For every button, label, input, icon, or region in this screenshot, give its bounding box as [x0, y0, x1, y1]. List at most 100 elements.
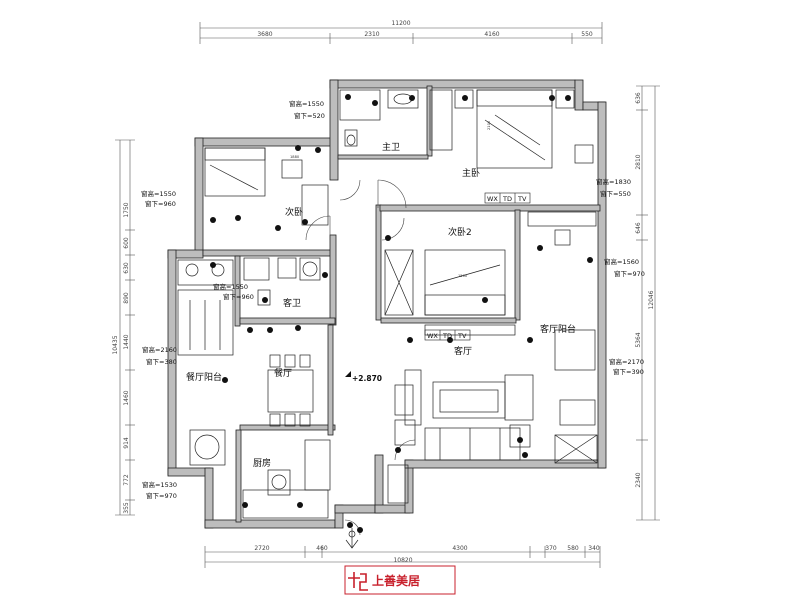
sofa: [424, 427, 521, 461]
top-dim-2: 2310: [364, 31, 379, 38]
window-note-dining-balcony: 窗高=2160 窗下=380: [142, 345, 177, 366]
right-total-dim: 12046: [648, 290, 655, 309]
svg-text:窗下=960: 窗下=960: [145, 199, 176, 208]
bottom-dim-4: 370: [545, 545, 557, 552]
dining-table: [267, 369, 314, 413]
room-dining: 餐厅: [274, 367, 292, 379]
kitchen-fridge: [304, 439, 331, 491]
right-dim-1: 636: [635, 92, 642, 104]
door-swings: [305, 179, 416, 536]
left-dim-7: 914: [123, 437, 130, 449]
guest-toilet: [257, 289, 271, 306]
shower-area: [339, 89, 381, 121]
balcony-storage: [554, 434, 598, 464]
right-dim-3: 646: [635, 222, 642, 234]
svg-text:窗下=550: 窗下=550: [600, 189, 631, 198]
brand-logo-mark: [348, 572, 368, 591]
dim-1500: 1500: [458, 274, 468, 278]
svg-text:TV: TV: [517, 195, 527, 203]
tv-panel-lower: WX TD TV: [424, 329, 471, 341]
svg-text:窗下=970: 窗下=970: [614, 269, 645, 278]
left-dim-2: 600: [123, 237, 130, 249]
svg-text:窗下=960: 窗下=960: [223, 292, 254, 301]
walls: [167, 79, 607, 529]
room-second-bedroom-2: 次卧2: [448, 226, 472, 238]
window-note-kitchen: 窗高=1530 窗下=970: [142, 480, 177, 500]
left-dim-8: 772: [123, 474, 130, 486]
room-living: 客厅: [454, 345, 472, 357]
svg-text:窗高=1550: 窗高=1550: [141, 189, 176, 198]
window-note-living-balcony: 窗高=2170 窗下=390: [609, 357, 644, 376]
room-master-bedroom: 主卧: [462, 167, 480, 179]
svg-text:窗下=520: 窗下=520: [294, 111, 325, 120]
bottom-dim-3: 4300: [452, 545, 467, 552]
top-dimension-lines: [199, 22, 603, 44]
window-note-second-bedroom2: 窗高=1560 窗下=970: [604, 257, 645, 278]
top-dim-4: 550: [581, 31, 593, 38]
room-guest-bath: 客卫: [283, 297, 301, 309]
side-table-right: [509, 424, 531, 448]
svg-text:窗下=390: 窗下=390: [613, 367, 644, 376]
balcony-sink: [177, 259, 234, 286]
brand-logo-text: 上善美居: [372, 573, 420, 588]
svg-text:TD: TD: [442, 332, 452, 340]
top-dim-3: 4160: [484, 31, 499, 38]
svg-text:窗高=2170: 窗高=2170: [609, 357, 644, 366]
svg-text:WX: WX: [427, 332, 438, 340]
side-table: [394, 419, 416, 446]
svg-text:+2.870: +2.870: [352, 374, 382, 383]
right-dim-5: 2340: [635, 472, 642, 487]
kitchen-counter: [242, 489, 329, 519]
guest-shower: [243, 257, 270, 281]
left-dim-9: 355: [123, 502, 130, 514]
room-master-bath: 主卫: [382, 141, 400, 153]
kitchen-stove: [267, 469, 291, 496]
coffee-table: [432, 381, 506, 419]
entrance-marker: [345, 528, 359, 549]
svg-text:窗高=1550: 窗高=1550: [213, 282, 248, 291]
svg-text:窗下=970: 窗下=970: [146, 491, 177, 500]
window-note-second-bedroom: 窗高=1550 窗下=960: [141, 189, 176, 208]
balcony-rack: [177, 289, 234, 356]
bottom-dim-2: 460: [316, 545, 328, 552]
brand-logo: 上善美居: [344, 565, 456, 595]
bottom-total-dim: 10820: [393, 557, 412, 564]
bottom-dim-1: 2720: [254, 545, 269, 552]
left-dim-4: 890: [123, 292, 130, 304]
desk-bed2: [527, 211, 597, 227]
wardrobe-second: [301, 184, 329, 226]
right-dimension-lines: [636, 85, 660, 521]
bottom-dimension-lines: [204, 546, 601, 568]
top-total-dim: 11200: [391, 20, 410, 27]
left-total-dim: 10435: [112, 335, 119, 354]
wardrobe-bed2: [384, 249, 414, 316]
desk-chair: [281, 159, 303, 179]
svg-text:窗高=1830: 窗高=1830: [596, 177, 631, 186]
room-kitchen: 厨房: [253, 457, 271, 469]
armchair-right: [504, 374, 534, 421]
window-note-master-bedroom: 窗高=1830 窗下=550: [596, 177, 631, 198]
fixtures: [210, 94, 593, 533]
armchair-left: [404, 369, 422, 426]
washing-machine: [189, 429, 226, 466]
dim-2100: 2100: [487, 120, 491, 130]
left-dim-1: 1750: [123, 202, 130, 217]
window-note-master-bath: 窗高=1550 窗下=520: [289, 99, 325, 120]
svg-text:TV: TV: [457, 332, 467, 340]
room-living-balcony: 客厅阳台: [540, 323, 576, 335]
plant-1: [574, 144, 594, 164]
right-dim-2: 2810: [635, 154, 642, 169]
shoe-cabinet: [387, 464, 409, 504]
guest-sink: [277, 257, 297, 279]
svg-text:窗下=380: 窗下=380: [146, 357, 177, 366]
left-dim-3: 630: [123, 262, 130, 274]
wardrobe-master: [429, 89, 453, 151]
bottom-dim-5: 580: [567, 545, 579, 552]
chair-bed2: [554, 229, 571, 246]
bed-2: [424, 249, 506, 316]
svg-text:窗高=1550: 窗高=1550: [289, 99, 324, 108]
dim-1880: 1880: [290, 155, 300, 159]
room-second-bedroom: 次卧: [285, 206, 303, 218]
tv-panel-upper: WX TD TV: [484, 192, 531, 204]
room-dining-balcony: 餐厅阳台: [186, 371, 222, 383]
